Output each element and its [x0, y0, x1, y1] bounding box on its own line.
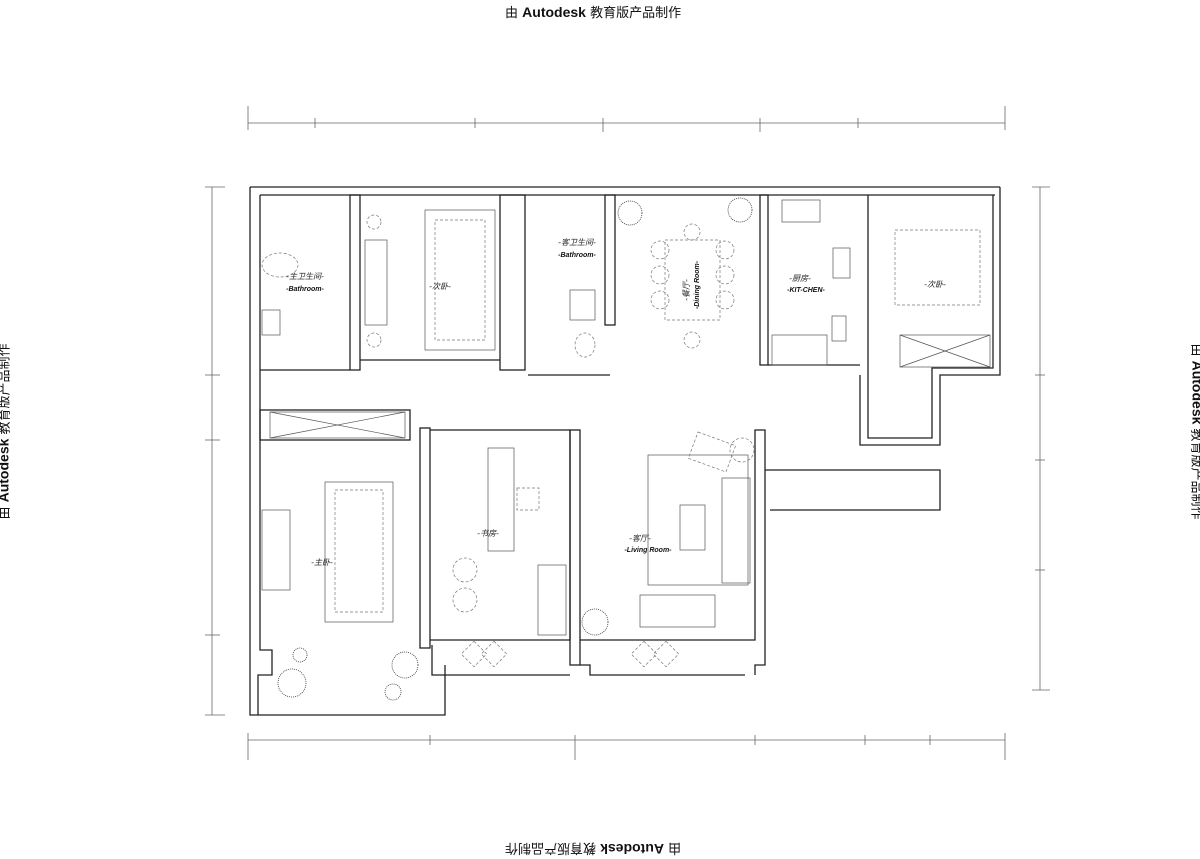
master-bedroom-label: -主卧-: [311, 558, 333, 567]
walls: [249, 186, 1001, 716]
kitchen-label-cn: -厨房-: [789, 274, 811, 283]
bedroom-3-label: -次卧-: [924, 280, 946, 289]
guest-bath-label-en: -Bathroom-: [558, 252, 596, 259]
bed-icon: [894, 229, 981, 306]
plant-icon: [391, 651, 419, 679]
kitchen-label-en: -KIT-CHEN-: [787, 287, 825, 294]
dimension-lines: [205, 106, 1050, 760]
living-label-cn: -客厅-: [629, 534, 651, 543]
plant-icon: [727, 197, 753, 223]
bookshelf-icon: [537, 564, 567, 636]
wardrobe-icon: [261, 509, 291, 591]
dining-label-en: -Dining Room-: [694, 260, 701, 309]
plant-icon: [277, 668, 307, 698]
washer-icon: [569, 289, 596, 321]
guest-bath-label-cn: -客卫生间-: [558, 238, 596, 247]
desk-icon: [487, 447, 515, 552]
dining-table-icon: [664, 239, 721, 321]
fridge-icon: [831, 315, 847, 342]
chair-icon: [516, 487, 540, 511]
wardrobe-icon: [364, 239, 388, 326]
plant-icon: [617, 200, 643, 226]
watermark-top: 由 Autodesk 教育版产品制作: [505, 4, 682, 21]
plant-icon: [384, 683, 402, 701]
armchair-icon: [687, 431, 737, 473]
master-bath-label-en: -Bathroom-: [286, 286, 324, 293]
cabinet-icon: [771, 334, 828, 366]
rug-icon: [647, 454, 749, 586]
sofa-icon: [721, 477, 751, 584]
coffee-table-icon: [679, 504, 706, 551]
study-label: -书房-: [477, 529, 499, 538]
kitchen-sink-icon: [781, 199, 821, 223]
bed-icon: [324, 481, 394, 623]
dining-label-cn: -餐厅-: [682, 279, 691, 301]
sink-icon: [574, 332, 596, 358]
living-label-en: -Living Room-: [624, 547, 672, 554]
plant-icon: [581, 608, 609, 636]
room-labels: -主卫生间- -Bathroom- -次卧- -客卫生间- -Bathroom-…: [286, 238, 946, 567]
bed-icon: [424, 209, 496, 351]
bathtub-icon: [261, 309, 281, 336]
stove-icon: [832, 247, 851, 279]
bedroom-2-label: -次卧-: [429, 282, 451, 291]
plant-icon: [292, 647, 308, 663]
furniture: [261, 197, 991, 701]
master-bath-label-cn: -主卫生间-: [286, 272, 324, 281]
toilet-icon: [261, 252, 299, 278]
sofa-icon: [639, 594, 716, 628]
